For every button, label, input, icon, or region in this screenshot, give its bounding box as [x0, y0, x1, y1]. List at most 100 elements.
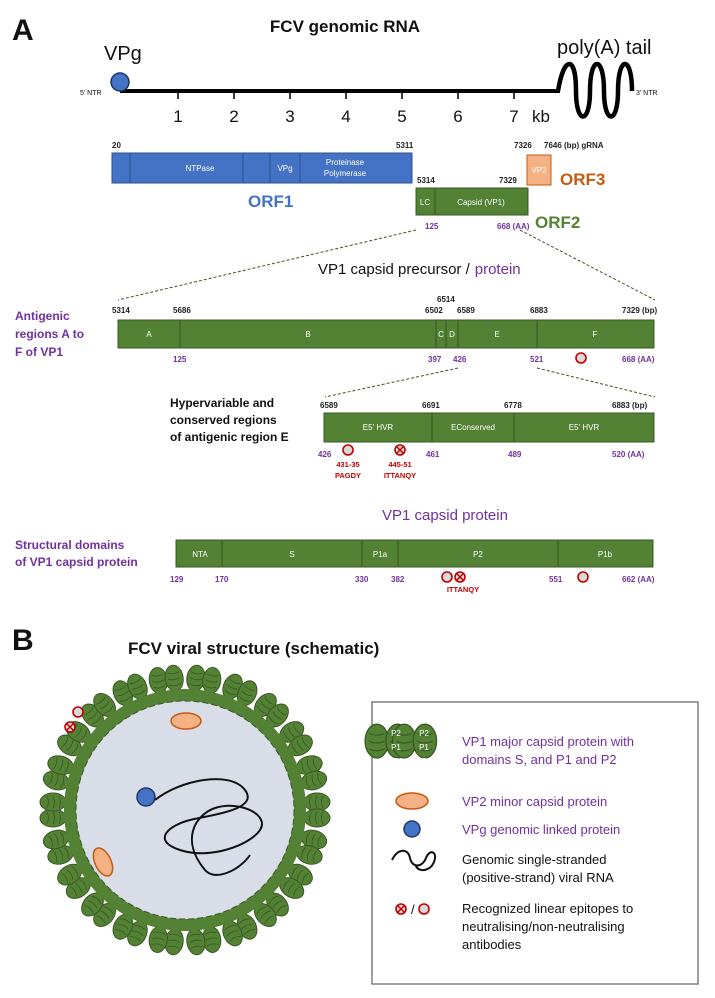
legend-epitopes: Recognized linear epitopes to neutralisi… [462, 901, 637, 952]
svg-text:P1a: P1a [373, 550, 388, 559]
svg-text:B: B [305, 330, 310, 339]
non-neutralising-epitope-marker [577, 571, 589, 583]
svg-text:F: F [593, 330, 598, 339]
orf1-end: 5311 [396, 141, 414, 150]
ntr5-label: 5' NTR [80, 90, 102, 97]
orf1-start: 20 [112, 141, 121, 150]
svg-text:PAGDY: PAGDY [335, 471, 361, 480]
non-neutralising-epitope-marker [575, 352, 587, 364]
vp2-protein [170, 712, 202, 730]
svg-text:EConserved: EConserved [451, 423, 495, 432]
kb-tick: 1 [173, 107, 182, 126]
svg-text:P1b: P1b [598, 550, 613, 559]
non-neutralising-epitope-marker [342, 444, 354, 456]
viral-structure-title: FCV viral structure (schematic) [128, 639, 379, 658]
expand-line [519, 229, 656, 301]
neutralising-epitope-marker [394, 444, 406, 456]
structural-bar: NTA S P1a P2 P1b 129 170 330 382 551 662… [170, 539, 655, 594]
non-neutralising-epitope-marker [418, 903, 430, 915]
kb-tick: 7 [509, 107, 518, 126]
svg-text:5686: 5686 [173, 306, 191, 315]
orf3-label: ORF3 [560, 170, 605, 189]
expand-line [536, 367, 656, 398]
legend-vpg: VPg genomic linked protein [462, 822, 620, 837]
svg-text:5314: 5314 [112, 306, 130, 315]
polya-label: poly(A) tail [557, 37, 651, 59]
vpg-protein [136, 787, 156, 807]
svg-text:662 (AA): 662 (AA) [622, 575, 655, 584]
svg-text:E5' HVR: E5' HVR [569, 423, 600, 432]
legend: P2 P1 S P2 P1 S VP1 major capsid protein… [365, 701, 699, 985]
orf3-start: 7326 [514, 141, 532, 150]
legend-rna: Genomic single-stranded (positive-strand… [462, 852, 614, 885]
svg-text:445-51: 445-51 [388, 460, 411, 469]
orf1-proteinase: Proteinase [326, 158, 365, 167]
kb-tick: 5 [397, 107, 406, 126]
vp2-protein [92, 847, 114, 877]
svg-text:S: S [289, 550, 294, 559]
svg-text:NTA: NTA [192, 550, 208, 559]
svg-text:125: 125 [173, 355, 187, 364]
orf2-capsid: Capsid (VP1) [457, 198, 505, 207]
orf3-vp2: VP2 [531, 166, 547, 175]
svg-text:382: 382 [391, 575, 405, 584]
svg-text:6589: 6589 [457, 306, 475, 315]
vp1-protein-title: VP1 capsid protein [382, 507, 508, 524]
genomic-rna-coil [154, 778, 263, 876]
orf1-polymerase: Polymerase [324, 169, 367, 178]
polya-tail [555, 61, 635, 119]
hvr-side-label: Hypervariable and conserved regions of a… [170, 396, 289, 444]
hvr-bar: 6589 6691 6778 6883 (bp) E5' HVR EConser… [318, 401, 655, 480]
svg-text:397: 397 [428, 355, 442, 364]
ntr3-label: 3' NTR [636, 90, 658, 97]
antigenic-side-label: Antigenic regions A to F of VP1 [15, 309, 87, 359]
svg-text:6883 (bp): 6883 (bp) [612, 401, 647, 410]
capsomer [304, 793, 330, 827]
antigenic-bar: 5314 5686 6514 6502 6589 6883 7329 (bp) … [112, 295, 657, 364]
svg-text:P2: P2 [473, 550, 483, 559]
legend-vp1: VP1 major capsid protein with domains S,… [462, 734, 638, 767]
non-neutralising-epitope-marker [441, 571, 453, 583]
svg-text:ITTANQY: ITTANQY [384, 471, 416, 480]
svg-text:P2: P2 [419, 729, 429, 738]
orf1-label: ORF1 [248, 192, 293, 211]
orf2-lc: LC [420, 198, 430, 207]
precursor-title: VP1 capsid precursor /protein [318, 261, 521, 278]
orf2-label: ORF2 [535, 213, 580, 232]
svg-text:6691: 6691 [422, 401, 440, 410]
neutralising-epitope-marker [454, 571, 466, 583]
svg-text:E5' HVR: E5' HVR [363, 423, 394, 432]
svg-text:431-35: 431-35 [336, 460, 359, 469]
legend-epi-separator: / [411, 902, 415, 917]
svg-text:170: 170 [215, 575, 229, 584]
svg-text:426: 426 [453, 355, 467, 364]
svg-text:330: 330 [355, 575, 369, 584]
orf1-ntpase: NTPase [186, 164, 215, 173]
epitope-marker [72, 706, 84, 718]
svg-text:D: D [449, 330, 455, 339]
svg-text:A: A [146, 330, 152, 339]
svg-text:520 (AA): 520 (AA) [612, 450, 645, 459]
svg-text:C: C [438, 330, 444, 339]
panel-b-letter: B [12, 624, 34, 657]
svg-text:6502: 6502 [425, 306, 443, 315]
svg-text:S: S [393, 757, 398, 766]
svg-text:461: 461 [426, 450, 440, 459]
svg-text:ITTANQY: ITTANQY [447, 585, 479, 594]
panel-a-letter: A [12, 14, 34, 47]
svg-text:E: E [494, 330, 499, 339]
kb-tick: 4 [341, 107, 350, 126]
svg-text:S: S [421, 757, 426, 766]
expand-line [117, 229, 417, 301]
neutralising-epitope-marker [64, 721, 76, 733]
svg-text:P1: P1 [419, 743, 429, 752]
svg-text:489: 489 [508, 450, 522, 459]
kb-axis: 1 2 3 4 5 6 7 kb [173, 91, 550, 126]
orf3-end: 7646 (bp) gRNA [544, 141, 604, 150]
vpg-label: VPg [104, 43, 142, 65]
neutralising-epitope-marker [395, 903, 407, 915]
genomic-rna-title: FCV genomic RNA [270, 17, 420, 36]
legend-vp2: VP2 minor capsid protein [462, 794, 607, 809]
svg-text:6589: 6589 [320, 401, 338, 410]
